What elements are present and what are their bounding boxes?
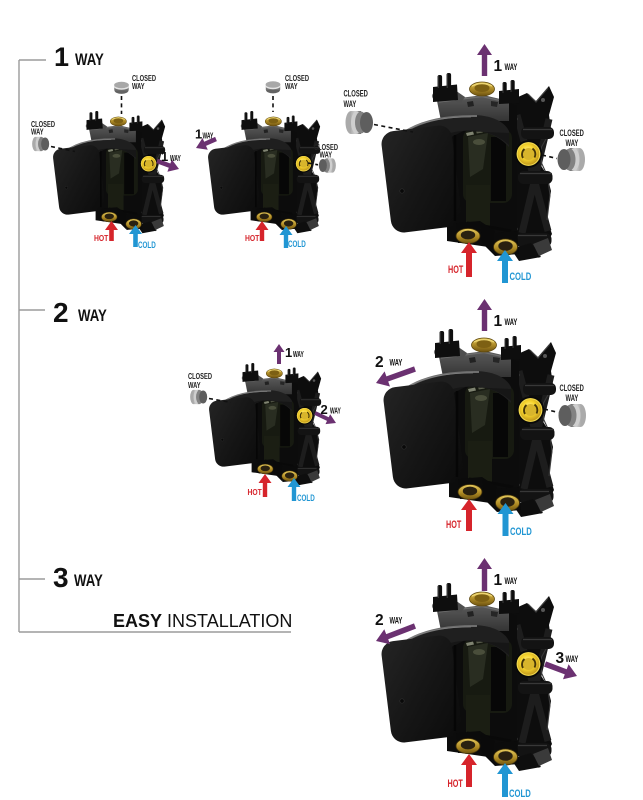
svg-text:1: 1 — [161, 149, 168, 164]
svg-text:CLOSED: CLOSED — [560, 128, 585, 139]
svg-text:WAY: WAY — [390, 615, 403, 626]
svg-text:1: 1 — [494, 313, 503, 330]
svg-text:COLD: COLD — [138, 240, 156, 250]
svg-text:CLOSED: CLOSED — [560, 383, 585, 394]
svg-text:HOT: HOT — [446, 519, 462, 531]
svg-text:3: 3 — [53, 562, 69, 593]
svg-text:WAY: WAY — [505, 62, 518, 73]
svg-text:COLD: COLD — [510, 526, 532, 539]
svg-text:1: 1 — [54, 42, 69, 72]
svg-text:WAY: WAY — [75, 51, 104, 70]
svg-text:WAY: WAY — [132, 83, 145, 91]
svg-text:WAY: WAY — [505, 317, 518, 328]
svg-text:WAY: WAY — [505, 576, 518, 587]
svg-text:EASY INSTALLATION: EASY INSTALLATION — [113, 611, 292, 631]
svg-text:1: 1 — [195, 127, 202, 142]
svg-text:WAY: WAY — [293, 351, 304, 359]
svg-text:WAY: WAY — [203, 132, 214, 140]
svg-text:HOT: HOT — [248, 487, 263, 497]
svg-text:WAY: WAY — [344, 99, 357, 110]
svg-text:WAY: WAY — [566, 654, 579, 665]
svg-text:COLD: COLD — [297, 493, 315, 503]
svg-text:HOT: HOT — [245, 233, 260, 243]
svg-text:WAY: WAY — [170, 155, 181, 163]
svg-text:3: 3 — [556, 650, 565, 667]
svg-text:WAY: WAY — [390, 357, 403, 368]
svg-text:COLD: COLD — [509, 788, 531, 800]
svg-text:WAY: WAY — [566, 393, 579, 404]
svg-text:WAY: WAY — [78, 307, 107, 326]
svg-text:CLOSED: CLOSED — [344, 88, 369, 99]
svg-text:WAY: WAY — [285, 83, 298, 91]
svg-text:2: 2 — [321, 402, 328, 417]
svg-text:WAY: WAY — [330, 407, 341, 415]
svg-text:WAY: WAY — [31, 129, 44, 137]
svg-text:WAY: WAY — [74, 572, 103, 591]
svg-text:CLOSED: CLOSED — [314, 144, 338, 152]
svg-text:CLOSED: CLOSED — [285, 75, 309, 83]
svg-text:CLOSED: CLOSED — [188, 373, 212, 381]
svg-text:CLOSED: CLOSED — [31, 121, 55, 129]
svg-text:COLD: COLD — [288, 239, 306, 249]
svg-text:HOT: HOT — [94, 233, 109, 243]
svg-text:WAY: WAY — [566, 138, 579, 149]
svg-text:1: 1 — [494, 572, 503, 589]
svg-text:WAY: WAY — [188, 382, 201, 390]
svg-text:CLOSED: CLOSED — [132, 75, 156, 83]
svg-text:2: 2 — [53, 297, 69, 328]
svg-text:1: 1 — [285, 345, 292, 360]
svg-text:1: 1 — [494, 58, 503, 75]
svg-text:2: 2 — [375, 354, 384, 371]
svg-text:2: 2 — [375, 612, 384, 629]
svg-text:WAY: WAY — [320, 152, 333, 160]
svg-text:COLD: COLD — [510, 271, 532, 284]
svg-text:HOT: HOT — [448, 264, 464, 276]
svg-text:HOT: HOT — [448, 778, 464, 790]
